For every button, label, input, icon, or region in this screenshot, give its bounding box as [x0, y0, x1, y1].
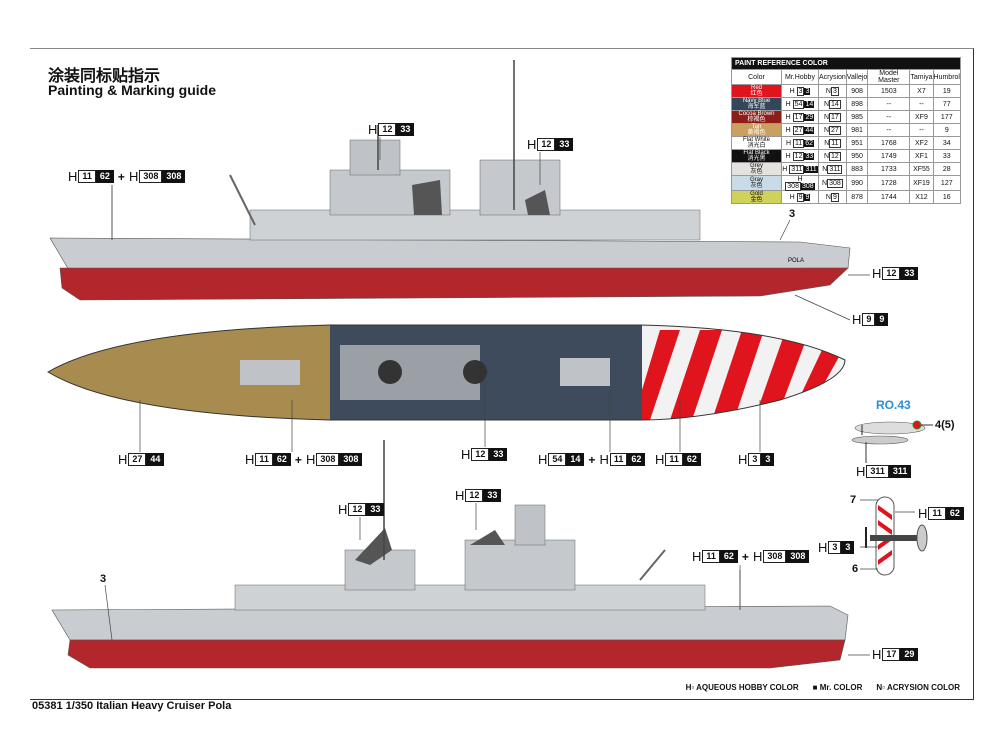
- aircraft-ro43-top: [865, 496, 928, 576]
- page-title: Painting & Marking guide: [48, 82, 217, 98]
- ship-top-view: [47, 324, 846, 421]
- marker-3-bottom: 3: [100, 573, 107, 585]
- marker-decal-6: 6: [852, 563, 859, 575]
- aircraft-ro43-side: [851, 420, 933, 463]
- ship-name-label: POLA: [788, 258, 804, 264]
- marker-decal-7: 7: [850, 494, 857, 506]
- table-caption: PAINT REFERENCE COLOR: [731, 57, 961, 70]
- column-header: Tamiya: [909, 69, 934, 85]
- marker-3-top: 3: [789, 208, 796, 220]
- ship-side-view-top: POLA: [49, 60, 851, 301]
- column-header: Color: [731, 69, 782, 85]
- ship-side-view-bottom: [51, 440, 849, 669]
- product-title: 05381 1/350 Italian Heavy Cruiser Pola: [32, 700, 232, 712]
- column-header: Humbrol: [932, 69, 962, 85]
- model-master-code: 1744: [867, 190, 911, 204]
- column-header: Mr.Hobby: [781, 69, 819, 85]
- color-legend: H▫ AQUEOUS HOBBY COLOR ■ Mr. COLOR N▫ AC…: [686, 683, 960, 692]
- humbrol-code: 16: [932, 190, 962, 204]
- legend-mr-color: ■ Mr. COLOR: [812, 683, 863, 692]
- aircraft-label: RO.43: [876, 398, 911, 412]
- leader-lines: [104, 137, 915, 656]
- column-header: Model Master: [867, 69, 911, 85]
- vallejo-code: 878: [845, 190, 869, 204]
- marker-decal-4-5: 4(5): [935, 419, 955, 431]
- sheet-frame: [30, 48, 974, 700]
- title-chinese: 涂装同标贴指示: [48, 68, 161, 85]
- legend-acrysion: N▫ ACRYSION COLOR: [876, 683, 960, 692]
- column-header: Vallejo: [845, 69, 869, 85]
- legend-aqueous: H▫ AQUEOUS HOBBY COLOR: [685, 683, 799, 692]
